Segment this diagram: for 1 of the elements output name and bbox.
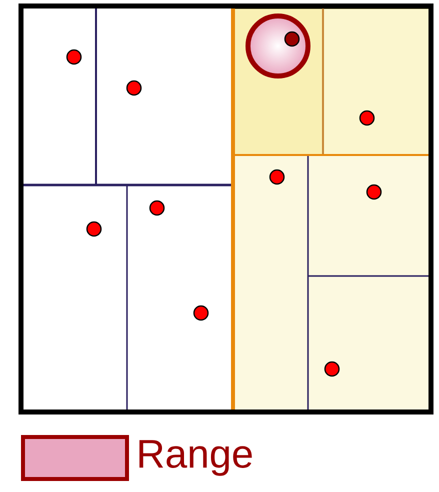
- legend-label: Range: [139, 440, 252, 476]
